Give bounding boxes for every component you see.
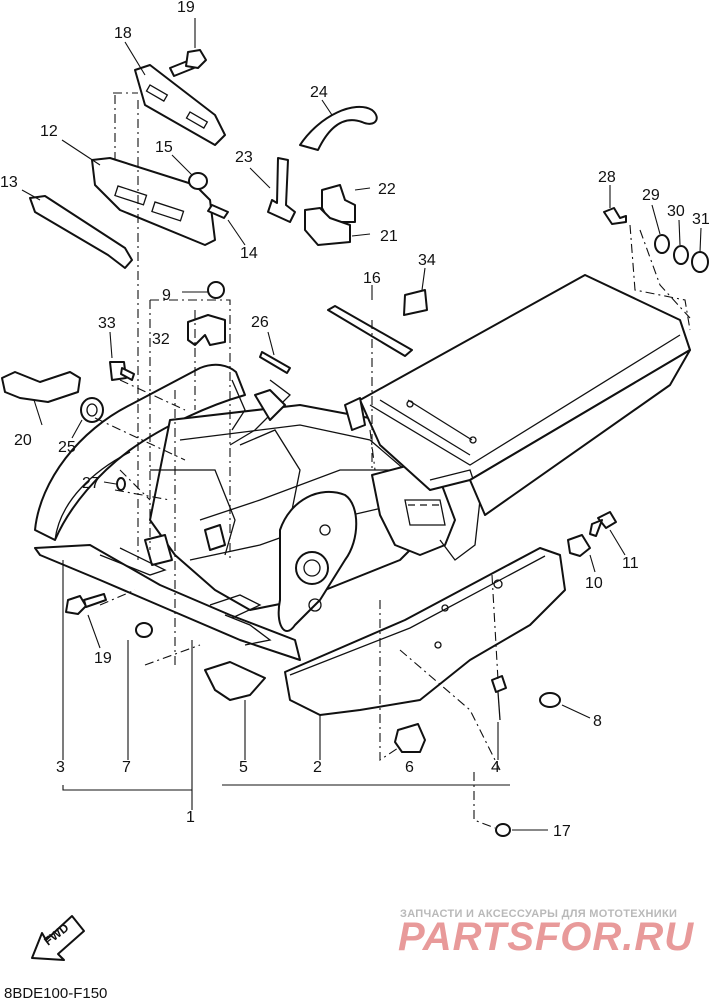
plug-part-8 (539, 692, 561, 708)
grommet-part-17 (495, 823, 511, 837)
forward-direction-arrow: FWD (31, 915, 85, 961)
watermark-logo: PARTSFOR.RU (398, 915, 694, 959)
bolt-part-28 (603, 207, 627, 225)
grommet-part-25 (80, 397, 104, 423)
callout-12: 12 (40, 123, 58, 140)
callout-14: 14 (240, 245, 258, 262)
leader-lines (21, 18, 702, 831)
callout-17: 17 (553, 823, 571, 840)
bolt-part-19-bottom (65, 593, 107, 615)
drawing-code: 8BDE100-F150 (4, 985, 107, 1000)
spacer-part-26 (259, 351, 291, 374)
nut-part-9 (207, 281, 225, 299)
frame-part-1 (34, 274, 691, 661)
callout-29: 29 (642, 187, 660, 204)
callout-25: 25 (58, 439, 76, 456)
callout-34: 34 (418, 252, 436, 269)
dashed-reference-lines (94, 92, 691, 829)
callout-4: 4 (491, 759, 500, 776)
callout-7: 7 (122, 759, 131, 776)
callout-10: 10 (585, 575, 603, 592)
strap-part-23 (267, 157, 296, 223)
callout-19-top: 19 (177, 0, 195, 16)
callout-19-bottom: 19 (94, 650, 112, 667)
cap-part-7 (135, 622, 153, 638)
callout-3: 3 (56, 759, 65, 776)
callout-18: 18 (114, 25, 132, 42)
callout-16: 16 (363, 270, 381, 287)
watermark-tagline: ЗАПЧАСТИ И АКСЕССУАРЫ ДЛЯ МОТОТЕХНИКИ (400, 908, 677, 920)
nut-part-15 (188, 172, 208, 190)
callout-31: 31 (692, 211, 710, 228)
block-part-21 (304, 207, 351, 246)
callout-1: 1 (186, 809, 195, 826)
callout-6: 6 (405, 759, 414, 776)
label-part-34 (403, 289, 428, 316)
pad-part-14 (207, 204, 229, 219)
nut-part-10 (567, 534, 591, 557)
washer-part-29 (654, 234, 670, 254)
callout-5: 5 (239, 759, 248, 776)
nut-part-31 (691, 251, 709, 273)
callout-22: 22 (378, 181, 396, 198)
grab-bar-part-13 (29, 195, 133, 269)
callout-30: 30 (667, 203, 685, 220)
callout-11: 11 (622, 555, 639, 572)
side-panel-part-2 (284, 547, 566, 716)
callout-labels: 1 2 3 4 5 6 7 8 9 10 11 12 13 14 15 16 1… (0, 0, 710, 840)
handle-part-24 (299, 105, 378, 151)
callout-33: 33 (98, 315, 116, 332)
callout-24: 24 (310, 84, 328, 101)
rod-part-16 (327, 305, 413, 357)
watermark: ЗАПЧАСТИ И АКСЕССУАРЫ ДЛЯ МОТОТЕХНИКИ PA… (398, 908, 694, 959)
bolt-part-19-top (169, 49, 207, 77)
bolt-part-33 (109, 361, 135, 381)
callout-26: 26 (251, 314, 269, 331)
callout-20: 20 (14, 432, 32, 449)
mount-bracket-part-5 (204, 661, 266, 701)
washer-part-30 (673, 245, 689, 265)
callout-28: 28 (598, 169, 616, 186)
callout-8: 8 (593, 713, 602, 730)
callout-2: 2 (313, 759, 322, 776)
callout-32: 32 (152, 331, 170, 348)
clip-part-32 (187, 314, 226, 346)
bolt-part-11 (589, 511, 617, 537)
stud-part-4 (491, 675, 507, 721)
washer-part-27 (116, 477, 126, 491)
callout-27: 27 (82, 475, 100, 492)
cover-part-20 (1, 371, 81, 403)
callout-9: 9 (162, 287, 171, 304)
bracket-plate-part-12 (91, 157, 216, 246)
callout-15: 15 (155, 139, 173, 156)
callout-23: 23 (235, 149, 253, 166)
clamp-part-6 (394, 723, 426, 753)
bracket-part-18 (134, 64, 226, 146)
callout-13: 13 (0, 174, 18, 191)
callout-21: 21 (380, 228, 398, 245)
